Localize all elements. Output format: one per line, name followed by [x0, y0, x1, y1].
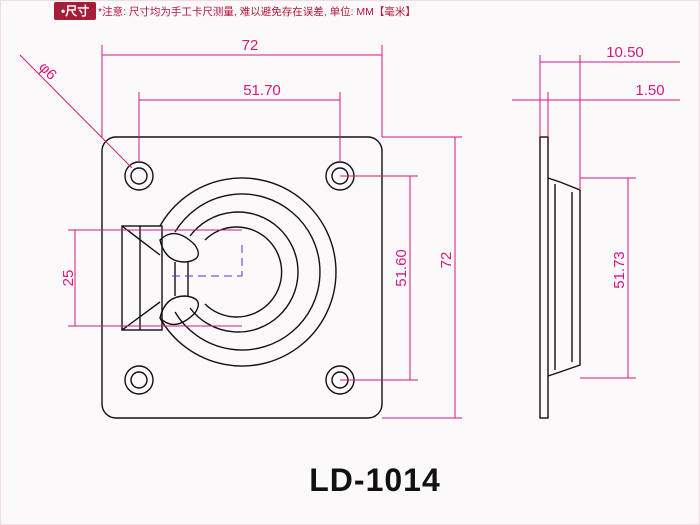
- dim-hole-spacing-v: 51.60: [393, 249, 410, 287]
- front-view: [101, 136, 383, 419]
- dim-side-height: 51.73: [611, 251, 628, 289]
- hole-bl: [124, 365, 154, 395]
- dim-height: 72: [438, 252, 455, 269]
- size-badge: •尺寸: [54, 2, 97, 20]
- side-view: [539, 136, 581, 419]
- center-lines: [172, 245, 243, 277]
- hole-tl: [124, 161, 154, 191]
- dimension-lines: [19, 45, 680, 419]
- inner-ring: [189, 211, 299, 333]
- model-number: LD-1014: [309, 462, 441, 498]
- dim-width-top: 72: [242, 37, 259, 54]
- dim-ring-slot: 25: [60, 270, 77, 287]
- dim-hole-spacing-h: 51.70: [243, 82, 281, 99]
- measurement-note: *注意: 尺寸均为手工卡尺测量, 难以避免存在误差, 单位: MM【毫米】: [98, 6, 416, 18]
- dim-hole-diameter: φ6: [35, 59, 60, 84]
- mounting-plate: [101, 136, 383, 419]
- dim-depth: 10.50: [606, 44, 644, 61]
- outer-ring: [159, 177, 337, 367]
- dim-plate-thickness: 1.50: [635, 82, 664, 99]
- hinge-block: [121, 225, 163, 331]
